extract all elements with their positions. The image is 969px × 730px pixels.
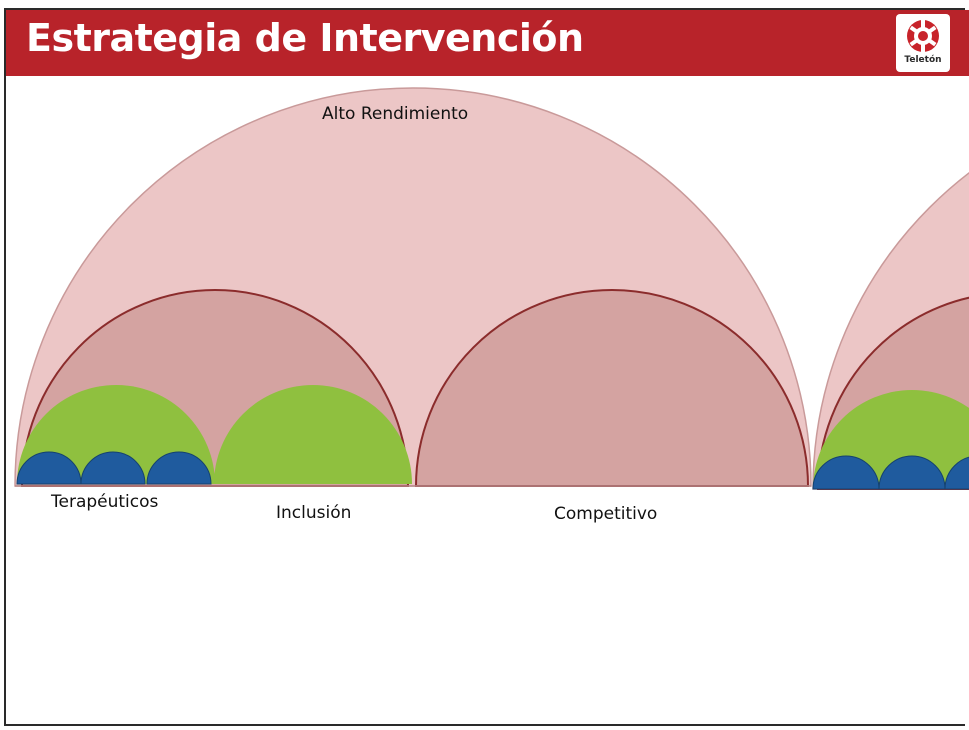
inclusion-arc: [214, 385, 412, 484]
teleton-logo-icon: [907, 19, 939, 53]
terapeutico-blue-arc-3: [146, 451, 212, 485]
label-terapeuticos: Terapéuticos: [51, 492, 159, 512]
label-alto-rendimiento: Alto Rendimiento: [322, 104, 469, 124]
terapeutico-blue-arc-2: [80, 451, 146, 485]
label-inclusion: Inclusión: [276, 503, 352, 523]
label-competitivo: Competitivo: [554, 504, 658, 524]
logo: Teletón: [896, 14, 950, 72]
right-blue-arc-1: [812, 455, 880, 490]
right-blue-arc-3: [944, 456, 969, 490]
title-bar: [6, 10, 969, 76]
logo-text: Teletón: [904, 55, 942, 65]
slide-title: Estrategia de Intervención: [26, 16, 584, 60]
competitivo-arc: [414, 289, 810, 487]
right-blue-arc-2: [878, 455, 946, 490]
terapeutico-blue-arc-1: [16, 451, 82, 485]
